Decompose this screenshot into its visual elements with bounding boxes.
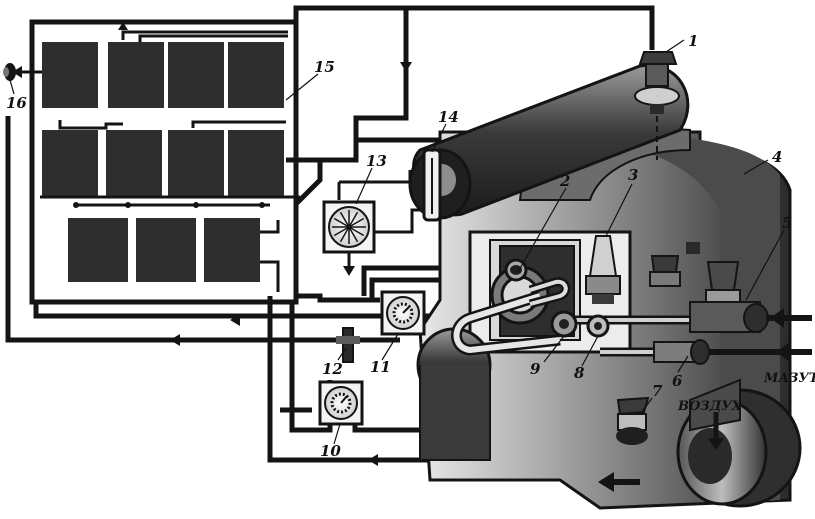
panel-block-a4 <box>228 42 284 108</box>
label-9: 9 <box>530 360 541 378</box>
panel-block-a3 <box>168 42 224 108</box>
panel-block-a2 <box>108 42 164 108</box>
relay-12 <box>336 327 360 363</box>
panel-block-c1 <box>68 218 128 282</box>
dial-13-spokes <box>332 210 366 244</box>
dial-spoke <box>339 211 350 228</box>
damper-actuator-7 <box>616 396 650 445</box>
label-13: 13 <box>366 152 387 170</box>
safety-valve-3 <box>585 235 621 304</box>
air-label: ВОЗДУХ <box>677 399 743 414</box>
panel-block-b4 <box>228 130 284 196</box>
level-gauge-14 <box>422 148 442 222</box>
label-10: 10 <box>320 442 341 460</box>
label-4: 4 <box>772 148 782 166</box>
label-14: 14 <box>438 108 459 126</box>
flame-sensor-2 <box>510 265 522 275</box>
regulator-13 <box>322 170 424 276</box>
label-6: 6 <box>672 372 683 390</box>
label-1: 1 <box>688 32 698 50</box>
valve-group-5 <box>649 242 769 333</box>
panel-block-c3 <box>204 218 260 282</box>
panel-block-b1 <box>42 130 98 196</box>
dial-spoke <box>333 217 350 228</box>
valve-8 <box>586 314 610 338</box>
dial-spoke <box>333 226 350 237</box>
dial-spoke <box>348 226 365 237</box>
panel-block-c2 <box>136 218 196 282</box>
regulator-10 <box>318 380 364 426</box>
regulator-11 <box>380 290 426 336</box>
leader-lines <box>9 39 785 445</box>
dial-spoke <box>348 217 365 228</box>
label-7: 7 <box>652 382 663 400</box>
label-15: 15 <box>314 58 335 76</box>
valve-9 <box>550 310 578 338</box>
callout-labels: 1 2 3 4 5 6 7 8 9 10 11 12 13 14 15 16 М… <box>6 32 815 460</box>
label-12: 12 <box>322 360 343 378</box>
label-11: 11 <box>370 358 391 376</box>
air-fan <box>598 378 802 508</box>
label-8: 8 <box>574 364 585 382</box>
dial-spoke <box>348 226 359 243</box>
label-5: 5 <box>782 214 792 232</box>
fuel-valve-6 <box>653 339 710 365</box>
panel-block-b3 <box>168 130 224 196</box>
dial-spoke <box>348 211 359 228</box>
panel-block-b2 <box>106 130 162 196</box>
signal-lamp-16 <box>3 63 16 81</box>
label-16: 16 <box>6 94 27 112</box>
fuel-label: МАЗУТ <box>763 371 815 386</box>
valve-1 <box>634 51 680 160</box>
label-2: 2 <box>559 172 570 190</box>
control-panel <box>12 19 300 305</box>
label-3: 3 <box>628 166 638 184</box>
fuel-inlet-arrows <box>708 308 812 362</box>
dial-spoke <box>339 226 350 243</box>
panel-block-a1 <box>42 42 98 108</box>
